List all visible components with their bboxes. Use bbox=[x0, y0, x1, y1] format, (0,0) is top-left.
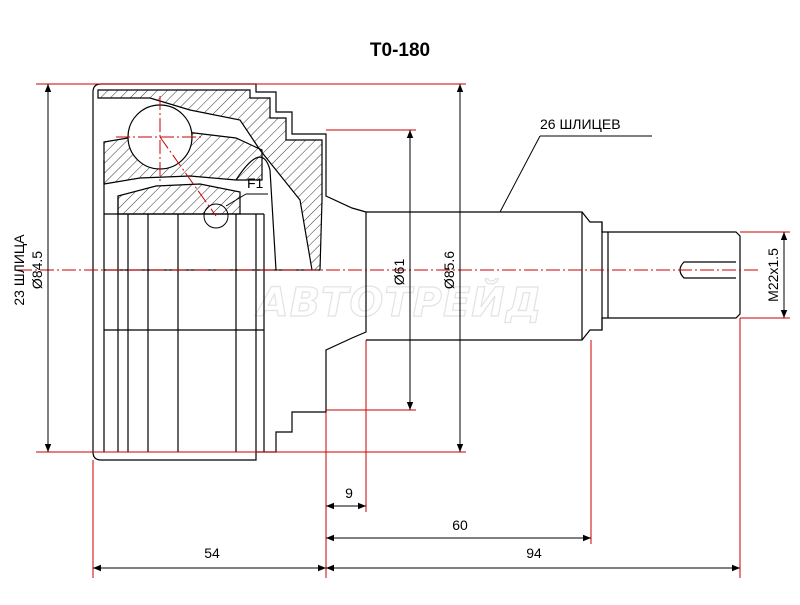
inner-race-hatch bbox=[117, 183, 241, 215]
diameter-housing-label: Ø84.5 bbox=[29, 251, 45, 289]
splines-leader bbox=[499, 135, 541, 213]
dim-54-text: 54 bbox=[204, 545, 220, 561]
dimension-arrows bbox=[44, 84, 788, 572]
cage-arc bbox=[235, 156, 277, 271]
diameter-neck-label: Ø61 bbox=[391, 259, 407, 286]
housing-section-hatch bbox=[97, 89, 323, 271]
dim-9-text: 9 bbox=[345, 485, 353, 501]
cv-joint-body bbox=[92, 83, 741, 461]
ball-angle-line bbox=[159, 136, 217, 217]
dim-94-text: 94 bbox=[526, 545, 542, 561]
diameter-abs-label: Ø85.6 bbox=[441, 251, 457, 289]
f1-callout: F1 bbox=[203, 175, 268, 229]
center-lines bbox=[18, 96, 760, 271]
thread-label: M22x1.5 bbox=[765, 248, 781, 302]
part-number-title: T0-180 bbox=[370, 40, 430, 61]
shaft-outline bbox=[366, 211, 741, 341]
f1-label: F1 bbox=[247, 175, 264, 191]
splines-inner-label: 23 ШЛИЦА bbox=[11, 234, 27, 306]
watermark-text: АВТОТРЕЙД bbox=[255, 278, 543, 326]
dimension-lines bbox=[36, 83, 790, 578]
dim-60-text: 60 bbox=[452, 517, 468, 533]
splines-outer-label: 26 ШЛИЦЕВ bbox=[540, 116, 621, 132]
